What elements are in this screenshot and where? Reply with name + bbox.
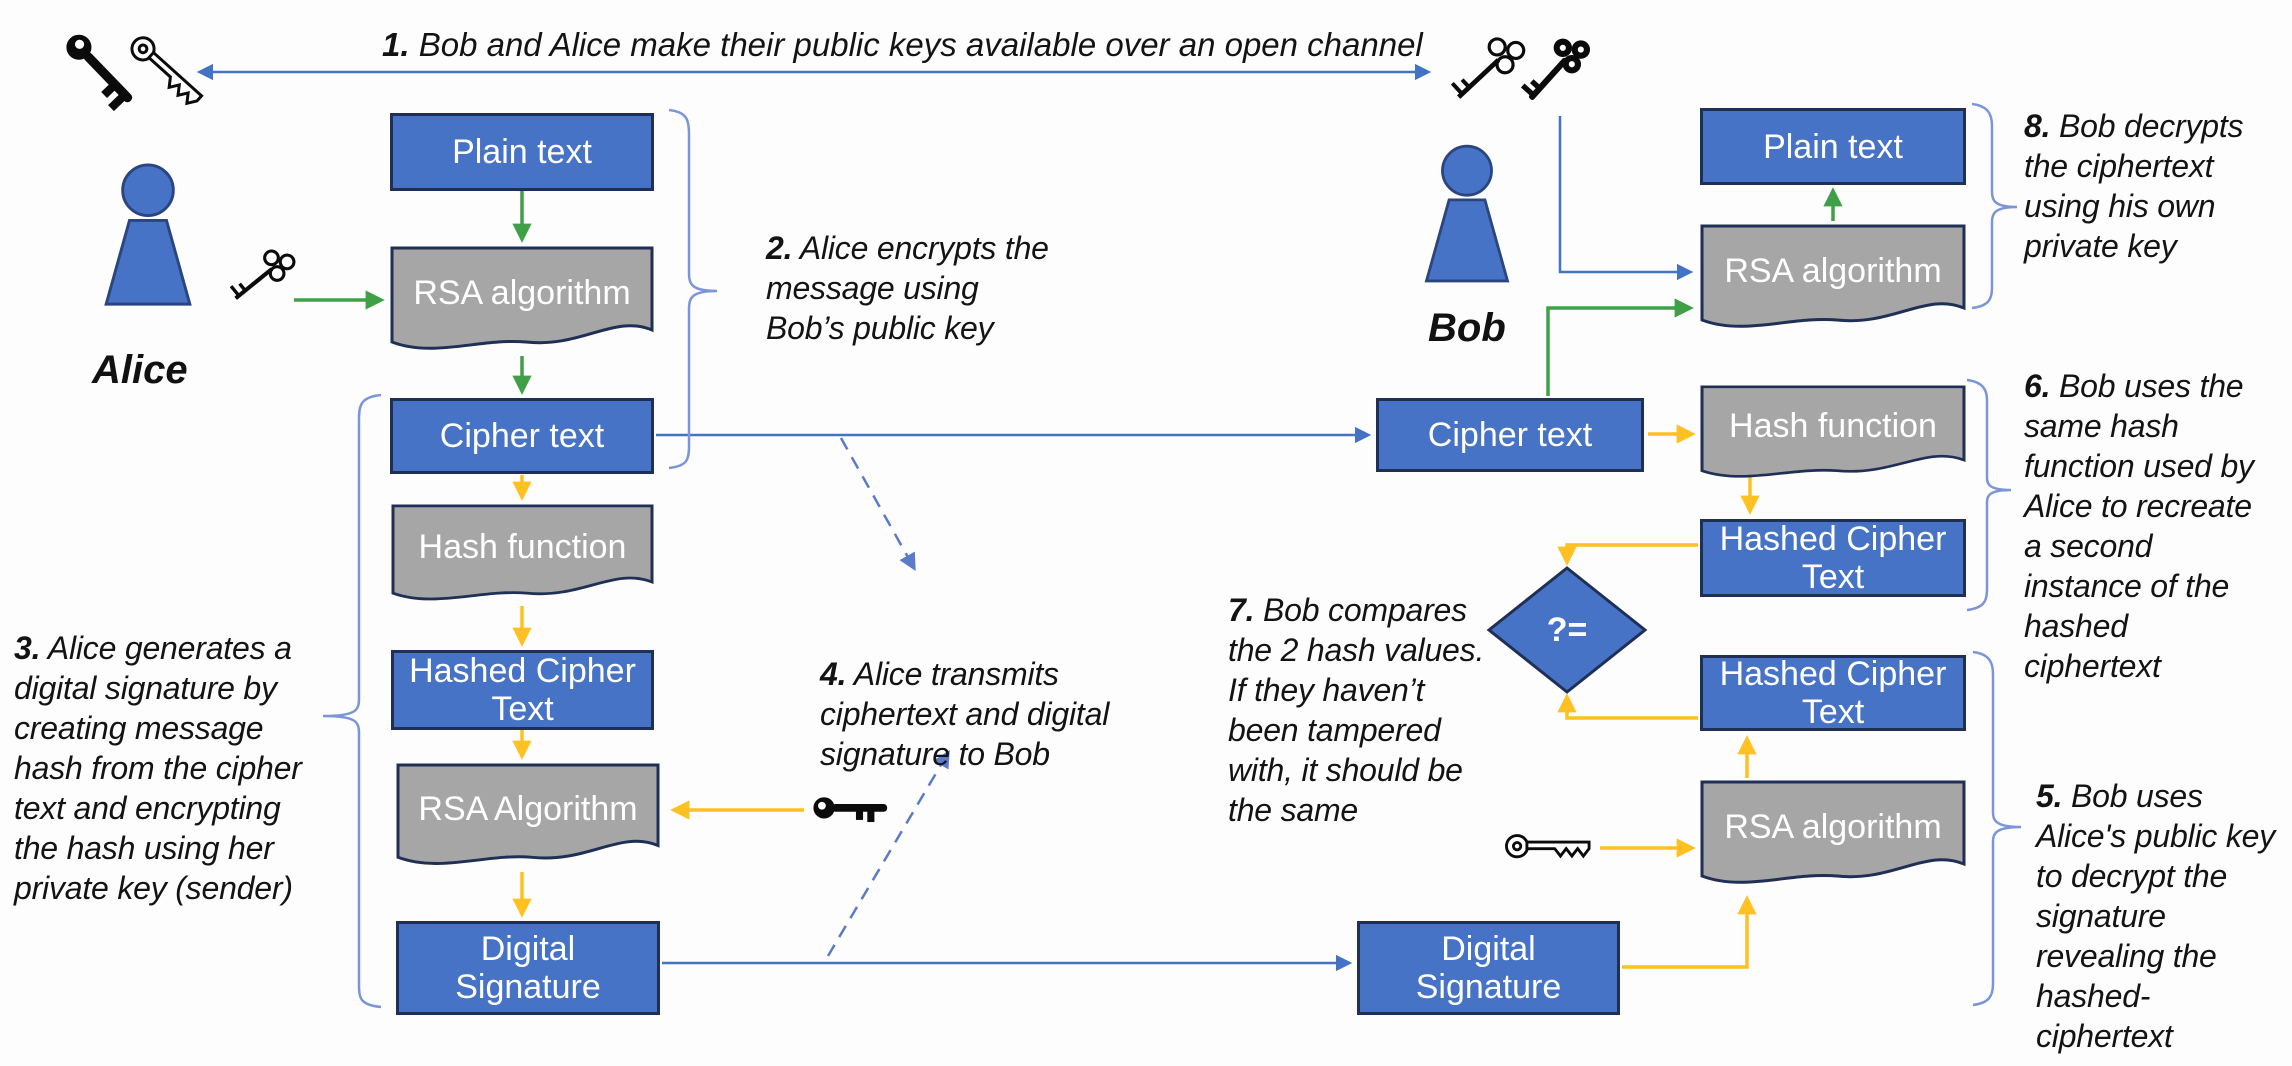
alice-digital-signature-box: Digital Signature: [396, 921, 660, 1015]
bob-hashed-cipher-bottom-box: Hashed Cipher Text: [1700, 655, 1966, 731]
alice-plain-text-box: Plain text: [390, 113, 654, 191]
bob-rsa-top-label: RSA algorithm: [1724, 251, 1942, 290]
step5-text: Bob uses Alice's public key to decrypt t…: [2036, 778, 2276, 1054]
step6-text: Bob uses the same hash function used by …: [2024, 368, 2254, 684]
outline-key-icon: [115, 24, 217, 122]
bob-digital-signature-box: Digital Signature: [1357, 921, 1620, 1015]
bob-person-icon: [1418, 138, 1516, 290]
step7-number: 7.: [1228, 592, 1255, 628]
dashed-pointer-upper: [839, 437, 916, 572]
step2-annotation: 2. Alice encrypts the message using Bob’…: [766, 188, 1096, 348]
step6-annotation: 6. Bob uses the same hash function used …: [2024, 326, 2290, 686]
bob-hash-function-label: Hash function: [1729, 406, 1937, 445]
step2-text: Alice encrypts the message using Bob’s p…: [766, 230, 1049, 346]
brace-step2: [668, 108, 718, 470]
arrow-hct2-to-compare: [1557, 693, 1698, 720]
bob-hashed-cipher-top-label: Hashed Cipher Text: [1719, 520, 1947, 596]
alice-rsa-top-box: RSA algorithm: [390, 246, 654, 358]
alice-hashed-cipher-label: Hashed Cipher Text: [409, 652, 636, 728]
bob-hash-function-box: Hash function: [1700, 385, 1966, 485]
alice-rsa-top-label: RSA algorithm: [413, 273, 631, 312]
alice-cipher-text-label: Cipher text: [439, 417, 605, 455]
brace-step6: [1966, 378, 2012, 612]
step1-number: 1.: [382, 26, 410, 63]
step2-number: 2.: [766, 230, 793, 266]
bob-rsa-bottom-box: RSA algorithm: [1700, 780, 1966, 892]
step3-number: 3.: [14, 630, 41, 666]
alice-person-icon: [96, 162, 200, 308]
bob-plain-text-label: Plain text: [1763, 127, 1903, 166]
brace-step5: [1972, 650, 2022, 1007]
alice-rsa-bottom-box: RSA Algorithm: [396, 763, 660, 873]
bob-hashed-cipher-top-box: Hashed Cipher Text: [1700, 519, 1966, 597]
step4-text: Alice transmits ciphertext and digital s…: [820, 656, 1110, 772]
private-key-icon: [812, 790, 890, 830]
alice-plain-text-label: Plain text: [452, 133, 592, 171]
step6-number: 6.: [2024, 368, 2051, 404]
alice-hash-function-label: Hash function: [418, 527, 627, 566]
ornate-outline-key-icon: [1431, 16, 1537, 120]
alice-cipher-text-box: Cipher text: [390, 398, 654, 474]
alice-rsa-bottom-label: RSA Algorithm: [418, 789, 638, 828]
alice-hashed-cipher-box: Hashed Cipher Text: [391, 650, 654, 730]
step1-annotation: 1. Bob and Alice make their public keys …: [382, 26, 1423, 64]
solid-key-icon: [50, 24, 147, 122]
bob-hashed-cipher-bottom-label: Hashed Cipher Text: [1719, 655, 1947, 731]
arrow-digsig-to-rsa2-right: [1622, 895, 1757, 969]
compare-label: ?=: [1546, 610, 1588, 649]
alice-hash-function-box: Hash function: [391, 504, 654, 608]
step4-number: 4.: [820, 656, 847, 692]
step5-number: 5.: [2036, 778, 2063, 814]
ornate-solid-key-icon: [1503, 18, 1602, 120]
step8-number: 8.: [2024, 108, 2051, 144]
bob-rsa-bottom-label: RSA algorithm: [1724, 807, 1942, 846]
step5-annotation: 5. Bob uses Alice's public key to decryp…: [2036, 736, 2292, 1056]
alice-ornate-key-icon: [213, 231, 306, 318]
step8-text: Bob decrypts the ciphertext using his ow…: [2024, 108, 2244, 264]
arrow-hct1-to-compare: [1557, 543, 1698, 566]
bob-label: Bob: [1428, 306, 1506, 350]
bob-cipher-text-box: Cipher text: [1376, 398, 1644, 472]
bob-cipher-text-label: Cipher text: [1427, 416, 1593, 454]
alice-label: Alice: [92, 348, 188, 392]
arrow-cipher-to-rsa-right: [1546, 298, 1694, 396]
alice-digital-signature-label: Digital Signature: [455, 930, 601, 1006]
alice-public-key-icon: [1504, 824, 1594, 870]
step1-text: Bob and Alice make their public keys ava…: [409, 26, 1423, 63]
step3-text: Alice generates a digital signature by c…: [14, 630, 302, 906]
step7-text: Bob compares the 2 hash values. If they …: [1228, 592, 1485, 828]
bob-rsa-top-box: RSA algorithm: [1700, 224, 1966, 336]
step4-annotation: 4. Alice transmits ciphertext and digita…: [820, 614, 1160, 774]
step7-annotation: 7. Bob compares the 2 hash values. If th…: [1228, 550, 1488, 830]
bob-plain-text-box: Plain text: [1700, 108, 1966, 185]
bob-digital-signature-label: Digital Signature: [1415, 930, 1562, 1006]
brace-step8: [1971, 102, 2018, 310]
step3-annotation: 3. Alice generates a digital signature b…: [14, 588, 359, 908]
step8-annotation: 8. Bob decrypts the ciphertext using his…: [2024, 66, 2286, 266]
dashed-pointer-lower: [826, 749, 950, 957]
arrow-bob-key-to-rsa: [1558, 116, 1694, 281]
